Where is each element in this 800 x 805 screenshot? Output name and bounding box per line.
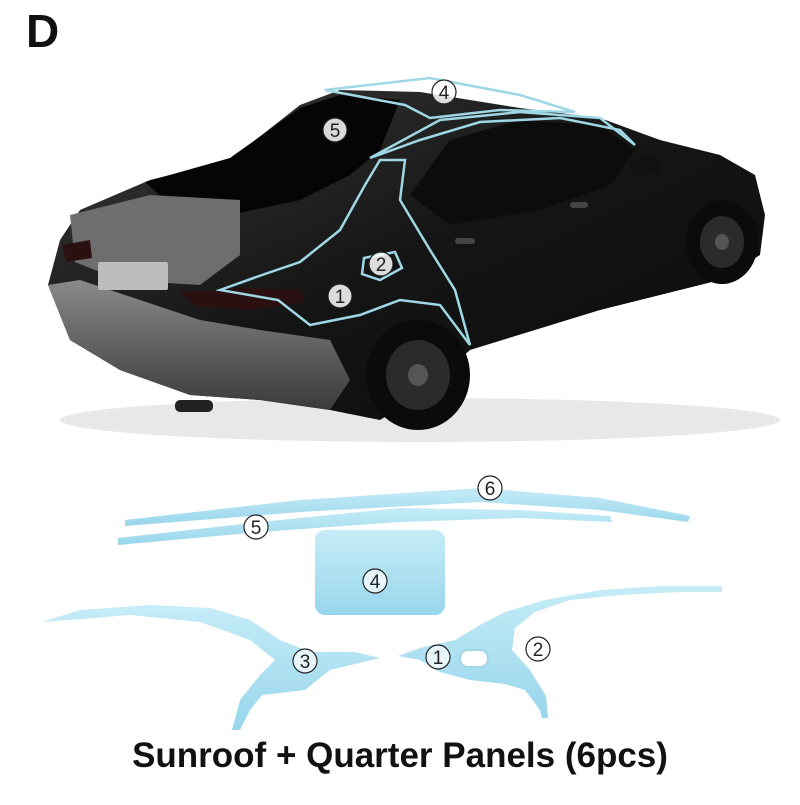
piece-callout-3: 3 — [292, 648, 318, 674]
side-window — [410, 120, 635, 225]
film-piece-2 — [459, 649, 489, 668]
piece-callout-6: 6 — [477, 475, 503, 501]
piece-callout-5: 5 — [243, 514, 269, 540]
car-callout-5: 5 — [322, 117, 348, 143]
door-handle — [570, 202, 588, 208]
tail-light — [180, 288, 305, 310]
car-callout-4: 4 — [431, 79, 457, 105]
svg-text:2: 2 — [533, 640, 544, 661]
piece-callout-1: 1 — [425, 644, 451, 670]
car-callout-2: 2 — [368, 251, 394, 277]
svg-text:5: 5 — [330, 121, 341, 142]
svg-text:4: 4 — [370, 572, 381, 593]
exhaust — [175, 400, 213, 412]
film-piece-3 — [42, 605, 380, 730]
car-callouts: 1 2 4 5 — [322, 79, 457, 309]
rear-bumper — [48, 280, 350, 410]
svg-text:1: 1 — [335, 287, 346, 308]
svg-text:4: 4 — [439, 83, 450, 104]
svg-text:1: 1 — [433, 648, 444, 669]
piece-callout-4: 4 — [362, 568, 388, 594]
car-illustration: 1 2 4 5 — [48, 76, 780, 442]
piece-callouts: 1 2 3 4 5 6 — [243, 475, 551, 674]
caption: Sunroof + Quarter Panels (6pcs) — [132, 736, 668, 775]
svg-text:2: 2 — [376, 255, 387, 276]
side-mirror — [628, 155, 660, 178]
film-pieces: 1 2 3 4 5 6 — [42, 475, 722, 730]
front-wheel — [686, 200, 758, 284]
rear-wheel — [366, 320, 470, 430]
svg-text:6: 6 — [485, 479, 496, 500]
film-piece-6 — [125, 488, 690, 526]
film-piece-5 — [118, 508, 612, 545]
license-plate — [98, 262, 168, 290]
car-callout-1: 1 — [327, 283, 353, 309]
tail-light — [62, 240, 92, 262]
svg-text:3: 3 — [300, 652, 311, 673]
svg-text:5: 5 — [251, 518, 262, 539]
piece-callout-2: 2 — [525, 636, 551, 662]
variant-letter: D — [26, 5, 60, 57]
door-handle — [455, 238, 475, 244]
